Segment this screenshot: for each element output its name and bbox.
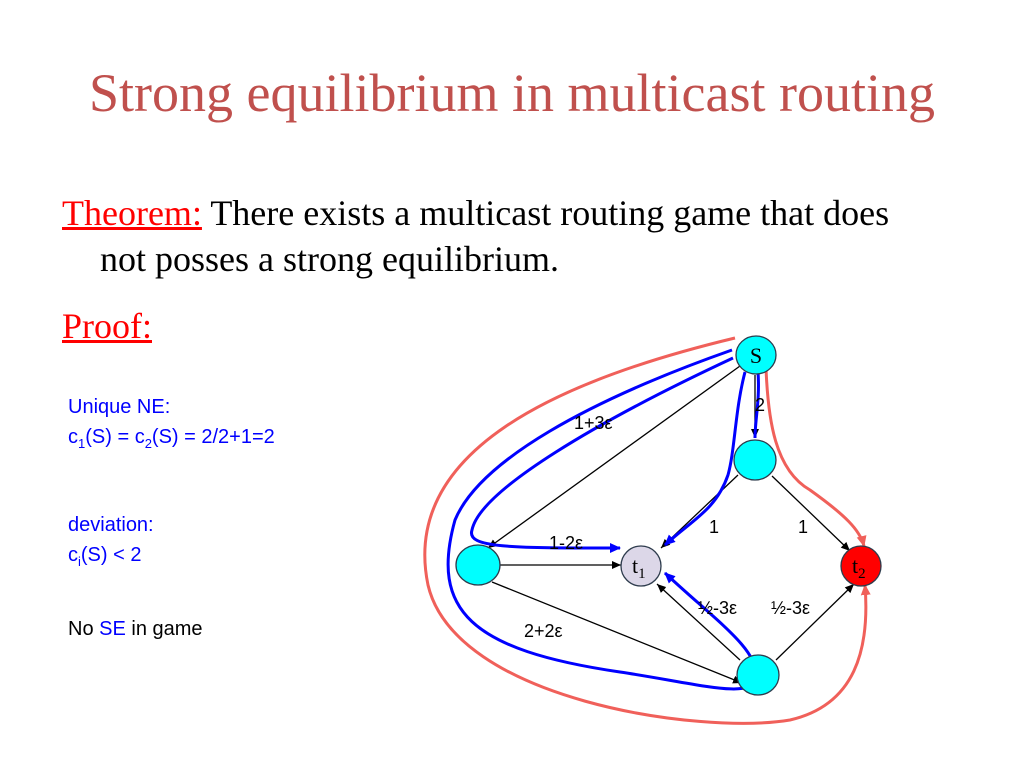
node-left xyxy=(455,544,501,586)
label-edge-bottom-t2: ½-3ε xyxy=(771,598,810,618)
label-edge-mid-t1: 1 xyxy=(709,517,719,537)
conclusion-line: No SE in game xyxy=(68,618,203,640)
deviation-heading: deviation: xyxy=(68,514,154,536)
theorem-statement: Theorem: There exists a multicast routin… xyxy=(62,190,992,282)
blue-path-inner xyxy=(470,356,734,553)
theorem-line-2: not posses a strong equilibrium. xyxy=(100,239,559,279)
slide-title: Strong equilibrium in multicast routing xyxy=(89,63,935,123)
unique-ne-heading: Unique NE: xyxy=(68,396,171,418)
unique-ne-block: Unique NE: c1(S) = c2(S) = 2/2+1=2 xyxy=(68,392,275,459)
label-edge-mid-t2: 1 xyxy=(798,517,808,537)
blue-path-right xyxy=(663,371,747,547)
node-t2 xyxy=(840,545,882,587)
node-bottom xyxy=(736,654,780,696)
edge-bottom-t1 xyxy=(656,583,741,661)
edge-s-left xyxy=(487,365,741,549)
edge-mid-t2 xyxy=(771,475,851,552)
deviation-block: deviation: ci(S) < 2 xyxy=(68,510,154,577)
theorem-line-1: There exists a multicast routing game th… xyxy=(210,193,890,233)
edge-left-bottom xyxy=(491,581,743,684)
label-node-s: S xyxy=(750,343,762,368)
node-s xyxy=(735,335,777,375)
theorem-label: Theorem: xyxy=(62,193,202,233)
label-edge-left-t1: 1-2ε xyxy=(549,533,583,553)
node-mid xyxy=(733,439,777,481)
blue-path-down xyxy=(753,371,760,439)
label-edge-s-mid: 2 xyxy=(755,395,765,415)
unique-ne-equation: c1(S) = c2(S) = 2/2+1=2 xyxy=(68,426,275,451)
label-edge-s-left: 1+3ε xyxy=(574,413,613,433)
deviation-equation: ci(S) < 2 xyxy=(68,544,142,569)
label-node-t2: t2 xyxy=(852,553,866,582)
node-t1 xyxy=(620,545,662,587)
proof-label: Proof: xyxy=(62,306,152,346)
se-term: SE xyxy=(99,618,126,640)
label-edge-bottom-t1: ½-3ε xyxy=(698,598,737,618)
edge-bottom-t2 xyxy=(775,583,855,661)
red-path-right xyxy=(764,367,867,547)
red-path-long xyxy=(423,336,871,725)
label-node-t1: t1 xyxy=(632,553,646,582)
label-edge-left-bottom: 2+2ε xyxy=(524,621,563,641)
